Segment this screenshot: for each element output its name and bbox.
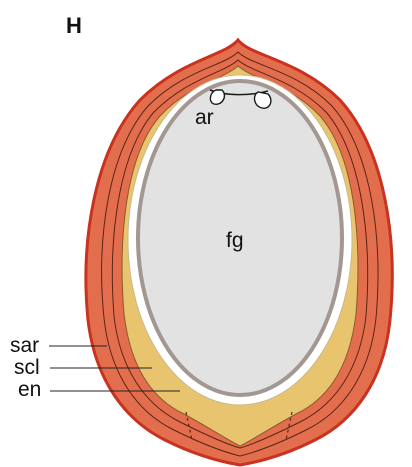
label-sarcotesta: sar [10,334,39,357]
label-endotesta: en [18,378,41,401]
panel-letter: H [66,13,82,38]
label-sclerotesta: scl [14,356,40,379]
label-female-gametophyte: fg [226,229,244,252]
label-archegonia: ar [195,106,214,129]
